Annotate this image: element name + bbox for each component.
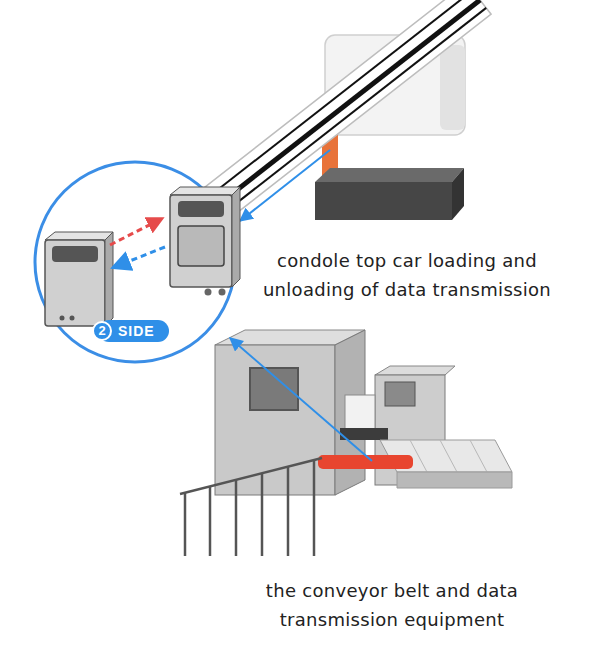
conveyor-station [215, 330, 512, 495]
machine-window [385, 382, 415, 406]
photoelectric-sensor [170, 195, 232, 287]
railing-post [287, 467, 290, 556]
conveyor-slat [410, 440, 427, 472]
leader-arrow [240, 150, 330, 221]
sensor-side [105, 232, 113, 326]
railing-post [184, 493, 187, 556]
caption-text: condole top car loading and unloading of… [252, 246, 562, 304]
sensor-connector [205, 289, 212, 296]
photoelectric-sensor [45, 240, 105, 326]
car-housing-side [440, 45, 465, 130]
machine-body [215, 345, 335, 495]
signal-arrow [110, 218, 163, 245]
car-box [315, 182, 452, 220]
railing-post [261, 473, 264, 556]
rail-line [211, 8, 486, 223]
machine-top [375, 366, 455, 375]
sensor-top [170, 187, 240, 195]
sensor-connector [219, 289, 226, 296]
zoom-detail [35, 162, 240, 362]
railing-post [235, 480, 238, 556]
sensor-top [45, 232, 113, 240]
sensor-led [70, 316, 75, 321]
conveyor-slat [470, 440, 487, 472]
sensor-side [232, 187, 240, 287]
caption-text: the conveyor belt and data transmission … [232, 576, 552, 634]
railing-bar [180, 458, 322, 494]
node-text: SIDE [118, 322, 155, 340]
sensor-led [60, 316, 65, 321]
car-box-side [452, 168, 464, 220]
conveyor-slat [440, 440, 457, 472]
conveyor-side [397, 472, 512, 488]
sensor-bar [318, 455, 413, 469]
sensor-lens [178, 226, 224, 266]
callout-number: 2 [92, 321, 112, 341]
rail-line [205, 0, 480, 215]
machine-part [345, 395, 375, 431]
leader-arrow [230, 338, 372, 461]
sensor-lens [178, 201, 224, 217]
sensor-lens [52, 246, 98, 262]
node-text: 2 [94, 323, 110, 339]
car-box-top [315, 168, 464, 182]
railing-post [209, 487, 212, 556]
rail-line [198, 0, 473, 206]
railing-post [313, 460, 316, 556]
view-tag: SIDE2 [98, 320, 169, 342]
machine-window [250, 368, 298, 410]
signal-arrow [112, 247, 165, 268]
railing [180, 458, 322, 556]
